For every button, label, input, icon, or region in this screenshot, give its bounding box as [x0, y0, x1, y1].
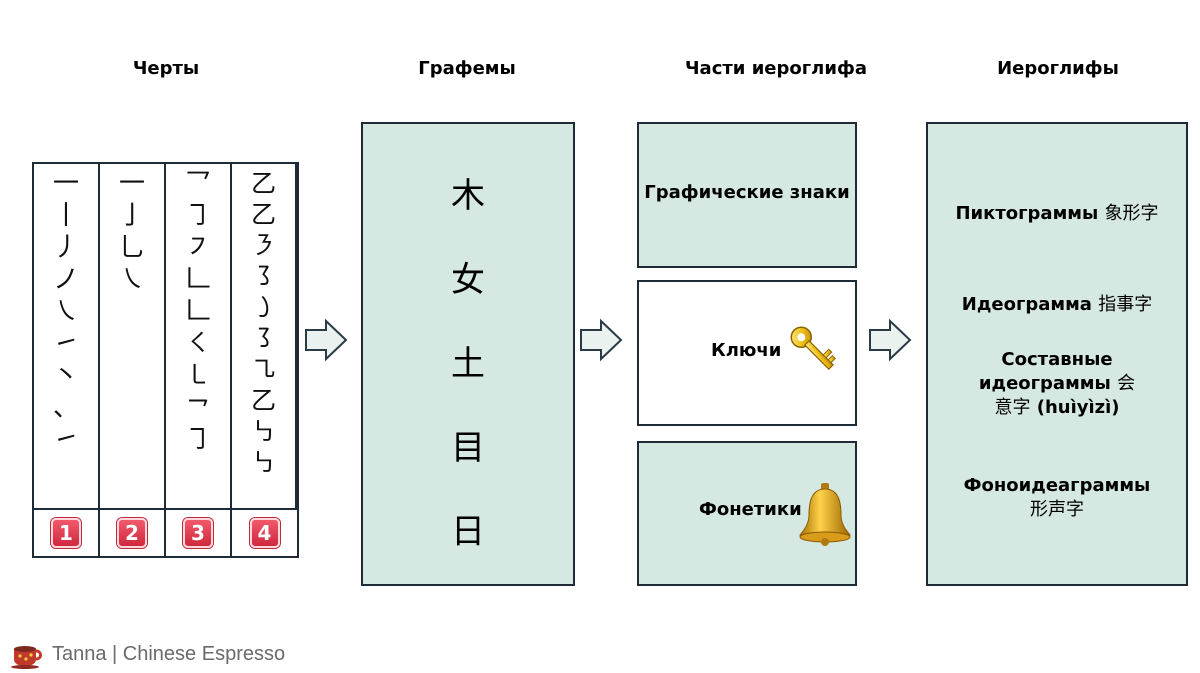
title-strokes: Черты [132, 58, 200, 79]
stroke-column-1: 一丨丿ノ㇏㇀丶、㇀ [34, 164, 100, 508]
stroke-glyph: ㇀ [52, 425, 79, 455]
phonetics-box: Фонетики [637, 441, 857, 586]
stroke-glyph: ㇄ [184, 361, 211, 391]
stroke-glyph: ㇌ [250, 262, 276, 291]
stroke-glyph: ㇈ [250, 355, 276, 384]
compound-ideograms-label: Составные идеограммы 会 意字 (huìyìzì) [978, 349, 1136, 418]
number-badge-3: 3 [183, 518, 213, 548]
stroke-glyph: 𠃊 [184, 265, 211, 295]
stroke-glyph: 乙 [250, 169, 276, 198]
key-icon [790, 326, 836, 370]
graphic-signs-box: Графические знаки [637, 122, 857, 268]
stroke-glyph: 一 [52, 169, 79, 199]
stroke-glyph: ㇋ [250, 231, 276, 260]
stroke-glyph: ㇛ [184, 329, 211, 359]
stroke-glyph: 丨 [52, 201, 79, 231]
number-badge-2: 2 [117, 518, 147, 548]
stroke-glyph: 、 [52, 393, 79, 423]
stroke-glyph: ㇆ [184, 425, 211, 455]
keys-box: Ключи [637, 280, 857, 426]
stroke-glyph: 乙 [250, 386, 276, 415]
footer: Tanna | Chinese Espresso [10, 638, 285, 670]
stroke-glyph: ㇌ [250, 324, 276, 353]
stroke-glyph: ㇇ [184, 233, 211, 263]
stroke-glyph: 乚 [118, 233, 145, 263]
bell-icon [798, 483, 852, 546]
number-badge-4: 4 [249, 518, 280, 548]
grapheme-eye: 目 [451, 428, 485, 468]
title-parts: Части иероглифа [685, 58, 867, 79]
stroke-glyph: ㇉ [250, 448, 276, 477]
arrow-right-icon [580, 318, 623, 362]
stroke-glyph: 𠃊 [184, 297, 211, 327]
stroke-glyph: ㇖ [184, 393, 211, 423]
graphemes-box: 木 女 土 目 日 [361, 122, 575, 586]
title-characters: Иероглифы [997, 58, 1119, 79]
stroke-glyph: ㇉ [250, 417, 276, 446]
stroke-glyph: ㇀ [52, 329, 79, 359]
number-cell-1: 1 [34, 510, 100, 556]
number-cell-2: 2 [100, 510, 166, 556]
characters-box: Пиктограммы 象形字 Идеограмма 指事字 Составные… [926, 122, 1188, 586]
stroke-glyph: 亅 [118, 201, 145, 231]
stroke-glyph: 丶 [52, 361, 79, 391]
table-divider [34, 508, 297, 510]
stroke-glyph: ㇆ [184, 201, 211, 231]
ideogram-label: Идеограмма 指事字 [961, 294, 1153, 315]
number-cell-4: 4 [232, 510, 297, 556]
number-cell-3: 3 [166, 510, 232, 556]
stroke-glyph: ㇁ [250, 293, 276, 322]
coffee-cup-icon [11, 646, 42, 669]
stroke-glyph: 丿 [52, 233, 79, 263]
stroke-glyph: 乙 [250, 200, 276, 229]
grapheme-wood: 木 [451, 176, 485, 216]
keys-label: Ключи [711, 340, 782, 361]
graphic-signs-label: Графические знаки [644, 182, 850, 203]
stroke-glyph: 乛 [184, 169, 211, 199]
grapheme-earth: 土 [451, 344, 485, 384]
arrow-right-icon [869, 318, 912, 362]
title-graphemes: Графемы [418, 58, 516, 79]
phono-ideograms-label: Фоноидеаграммы 形声字 [963, 475, 1151, 520]
stroke-glyph: 一 [118, 169, 145, 199]
stroke-glyph: ㇏ [52, 297, 79, 327]
stroke-column-2: 一亅乚㇏ [100, 164, 166, 508]
arrow-right-icon [305, 318, 348, 362]
pictograms-label: Пиктограммы 象形字 [955, 203, 1159, 224]
stroke-column-4: 乙乙㇋㇌㇁㇌㇈乙㇉㇉ [232, 164, 297, 508]
grapheme-sun: 日 [451, 512, 485, 552]
grapheme-woman: 女 [451, 260, 485, 300]
stroke-glyph: ㇏ [118, 265, 145, 295]
footer-text: Tanna | Chinese Espresso [52, 642, 286, 665]
stroke-glyph: ノ [52, 265, 79, 295]
phonetics-label: Фонетики [699, 499, 802, 520]
number-badge-1: 1 [51, 518, 81, 548]
